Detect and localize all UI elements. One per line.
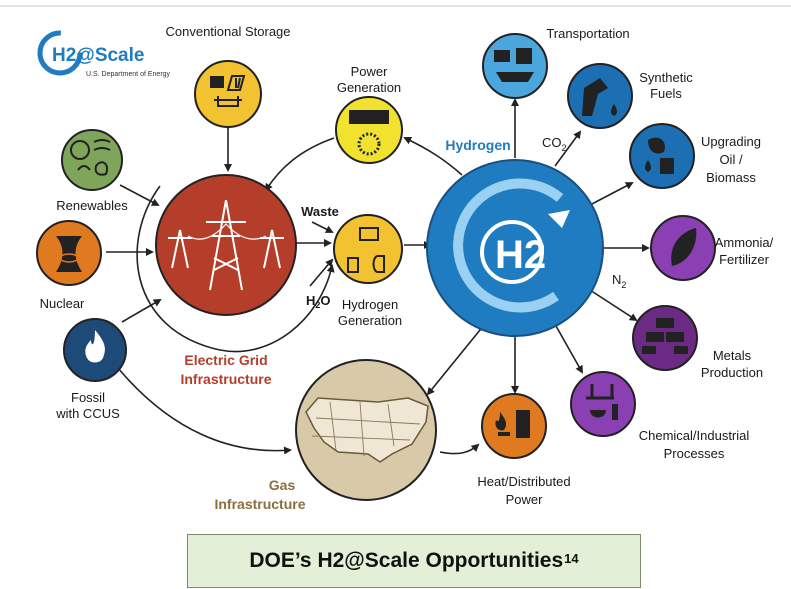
barrel-icon xyxy=(660,158,674,174)
leaf-icon xyxy=(77,161,108,176)
electric-grid-label-2: Infrastructure xyxy=(180,371,271,387)
nuclear-label: Nuclear xyxy=(40,296,85,311)
transportation-node: Transportation xyxy=(482,26,630,99)
synthetic-fuels-label-1: Synthetic xyxy=(639,70,693,85)
heat-label-2: Power xyxy=(506,492,544,507)
caption-text: DOE’s H2@Scale Opportunities xyxy=(249,549,564,572)
hub-ring-icon xyxy=(453,178,564,313)
gas-label-2: Infrastructure xyxy=(214,496,305,512)
metal-ingots-icon xyxy=(642,318,688,354)
hub-h: H xyxy=(495,233,524,277)
water-o: O xyxy=(320,293,330,308)
metals-label-1: Metals xyxy=(713,348,752,363)
leaf-icon xyxy=(648,137,665,154)
hub-h2-text: H2 xyxy=(495,233,546,277)
heat-label-1: Heat/Distributed xyxy=(477,474,570,489)
bus-icon xyxy=(516,48,532,64)
building-icon xyxy=(516,410,530,438)
ammonia-label-1: Ammonia/ xyxy=(715,235,774,250)
power-generation-label-2: Generation xyxy=(337,80,401,95)
sun-icon xyxy=(70,140,90,160)
fossil-label-1: Fossil xyxy=(71,390,105,405)
synthetic-fuels-node: Synthetic Fuels xyxy=(567,63,693,129)
co2-text: CO xyxy=(542,135,562,150)
chemical-label-2: Processes xyxy=(664,446,725,461)
ammonia-label-2: Fertilizer xyxy=(719,252,770,267)
n2-label: N2 xyxy=(612,272,626,290)
chemical-label-1: Chemical/Industrial xyxy=(639,428,750,443)
hydrogen-generation-node: Waste H2O Hydrogen Generation xyxy=(301,204,403,328)
n2-text: N xyxy=(612,272,621,287)
solar-panel-icon xyxy=(226,75,246,91)
burner-icon xyxy=(498,432,510,436)
water-label: H2O xyxy=(306,293,331,310)
generator-icon xyxy=(349,110,389,124)
upgrading-label-1: Upgrading xyxy=(701,134,761,149)
plant-leaf-icon xyxy=(671,228,697,266)
hub-arrow-icon xyxy=(548,210,570,228)
flame-icon xyxy=(495,412,507,431)
fuel-nozzle-icon xyxy=(582,78,608,116)
co2-sub: 2 xyxy=(562,143,567,153)
renewables-node: Renewables xyxy=(56,129,128,213)
hub-2: 2 xyxy=(524,233,546,277)
usa-map-icon xyxy=(305,397,429,463)
flame-icon xyxy=(85,330,105,363)
upgrading-node: Upgrading Oil / Biomass xyxy=(629,123,761,189)
co2-label: CO2 xyxy=(542,135,567,153)
connectors xyxy=(106,98,650,455)
conventional-storage-node: Conventional Storage xyxy=(165,24,291,128)
gas-infrastructure-node: Gas Infrastructure xyxy=(214,359,437,512)
hydrogen-label: Hydrogen xyxy=(445,137,510,153)
factory-icon xyxy=(586,384,614,400)
heat-node: Heat/Distributed Power xyxy=(477,393,571,507)
logo-text: H2@Scale xyxy=(52,45,144,66)
pipeline-lines xyxy=(311,401,421,457)
wind-icon xyxy=(93,139,111,151)
logo-subtext: U.S. Department of Energy xyxy=(86,71,171,78)
oil-drop-icon xyxy=(645,160,651,172)
conventional-storage-label: Conventional Storage xyxy=(165,24,290,39)
transmission-tower-icon xyxy=(168,199,284,291)
metals-node: Metals Production xyxy=(632,305,763,380)
electric-grid-node: Electric Grid Infrastructure xyxy=(155,174,297,387)
hydrogen-generation-label-1: Hydrogen xyxy=(342,297,398,312)
nuclear-node: Nuclear xyxy=(36,220,102,311)
h2scale-logo: H2@Scale H2@Scale U.S. Department of Ene… xyxy=(37,30,171,78)
n2-sub: 2 xyxy=(621,280,626,290)
storage-tank-icon xyxy=(214,96,242,107)
power-generation-label-1: Power xyxy=(351,64,389,79)
atom-icon xyxy=(59,253,79,263)
reactor-icon xyxy=(347,255,385,273)
gas-label-1: Gas xyxy=(269,477,296,493)
upgrading-label-2: Oil / xyxy=(719,152,743,167)
test-tube-icon xyxy=(612,404,618,420)
caption-superscript: 14 xyxy=(564,550,579,566)
metals-label-2: Production xyxy=(701,365,763,380)
water-h: H xyxy=(306,293,315,308)
turbine-icon xyxy=(357,132,381,156)
battery-icon xyxy=(210,76,224,88)
water-sub: 2 xyxy=(315,300,320,310)
electric-grid-label-1: Electric Grid xyxy=(184,352,267,368)
synthetic-fuels-label-2: Fuels xyxy=(650,86,682,101)
chemical-node: Chemical/Industrial Processes xyxy=(570,371,750,461)
transportation-label: Transportation xyxy=(546,26,629,41)
bowl-icon xyxy=(590,410,606,418)
ammonia-node: Ammonia/ Fertilizer xyxy=(650,215,774,281)
renewables-label: Renewables xyxy=(56,198,128,213)
hydrogen-generation-label-2: Generation xyxy=(338,313,402,328)
power-generation-node: Power Generation xyxy=(335,64,403,164)
electrolyzer-icon xyxy=(359,227,379,241)
truck-icon xyxy=(494,50,510,62)
fossil-node: Fossil with CCUS xyxy=(55,318,127,421)
hydrogen-hub-node: H2 Hydrogen xyxy=(426,137,604,337)
waste-label: Waste xyxy=(301,204,339,219)
upgrading-label-3: Biomass xyxy=(706,170,756,185)
fuel-drop-icon xyxy=(611,104,617,116)
fossil-label-2: with CCUS xyxy=(55,406,120,421)
ship-icon xyxy=(496,72,534,82)
